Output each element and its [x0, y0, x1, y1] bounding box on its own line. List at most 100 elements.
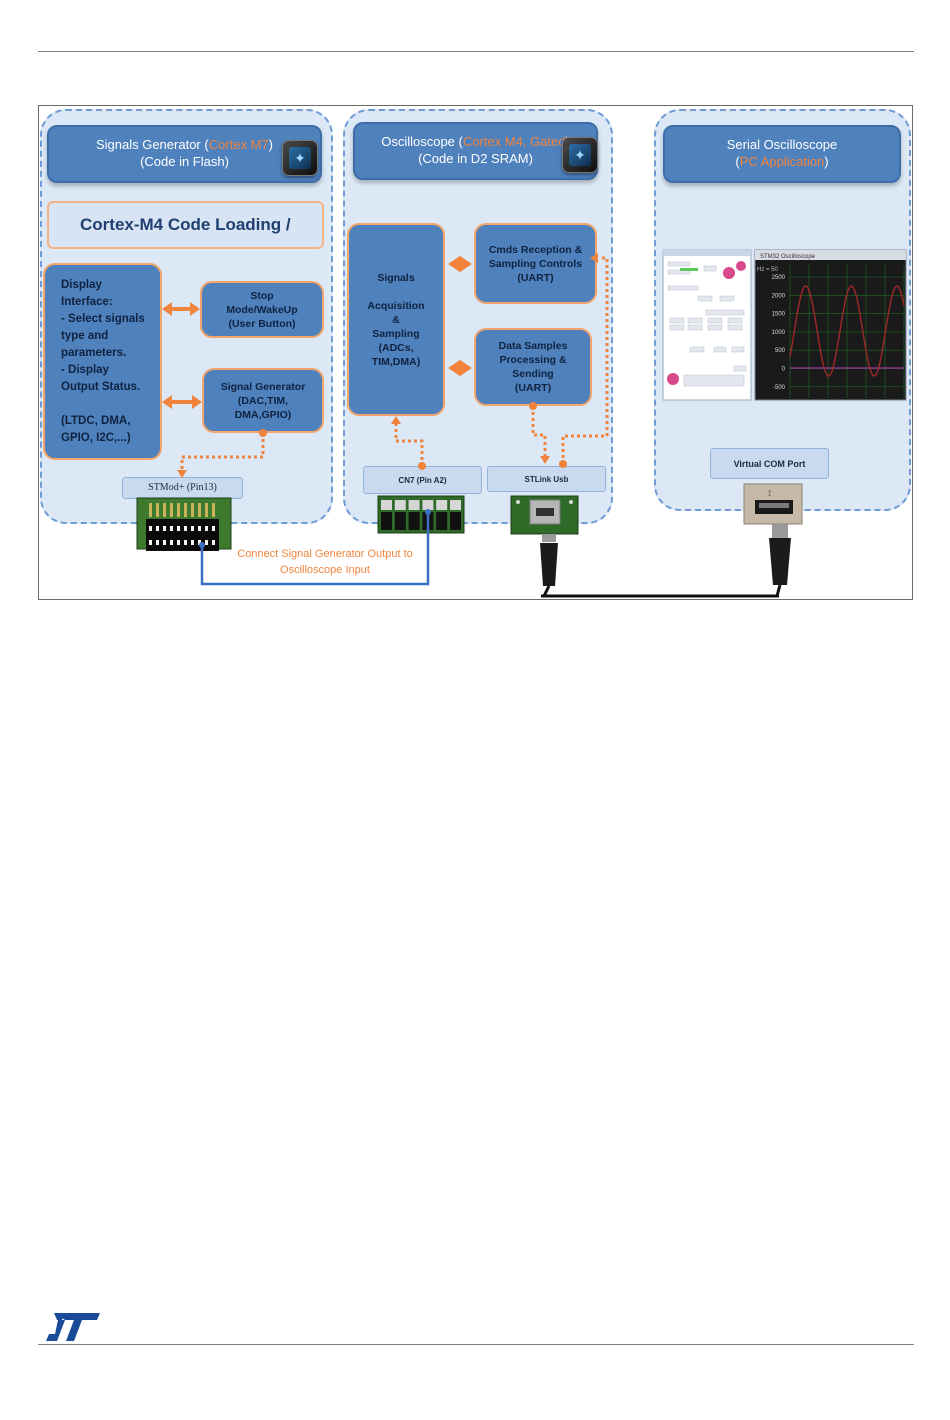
bidirectional-arrow: [448, 256, 472, 272]
data-samples-box: Data Samples Processing & Sending (UART): [474, 328, 592, 406]
link-arrowhead: [391, 416, 401, 424]
generator-header-suffix: ): [268, 137, 274, 152]
connector-pin-label: [381, 500, 392, 510]
header-pin: [212, 503, 215, 517]
stop-mode-box: Stop Mode/WakeUp (User Button): [200, 281, 324, 338]
link-arrowhead: [177, 470, 187, 478]
stmod-board: [136, 497, 232, 551]
link-dot: [529, 402, 537, 410]
stlink-board: [510, 495, 579, 535]
bidirectional-arrow: [162, 395, 202, 409]
usb-symbol-icon: ⟟: [768, 489, 771, 499]
connector-pin-label: [408, 500, 420, 510]
connector-pin-label: [436, 500, 448, 510]
wire-endpoint: [199, 542, 205, 548]
scope-y-tick: 2500: [772, 275, 786, 281]
header-pin: [191, 526, 194, 531]
header-pin: [149, 540, 152, 545]
generator-header-prefix: Signals Generator (: [95, 137, 209, 152]
scope-y-tick: 1000: [772, 330, 786, 336]
header-pin: [205, 526, 208, 531]
header-pin: [170, 503, 173, 517]
top-rule: [38, 51, 914, 52]
stlink-usb-label: STLink Usb: [487, 466, 606, 492]
samples-to-stlink-link: [531, 406, 547, 458]
header-pin: [205, 503, 208, 517]
header-pin: [149, 526, 152, 531]
scope-freq-label: Hz = 50: [757, 267, 779, 273]
bidirectional-arrow: [162, 302, 200, 316]
serial-header-line1: Serial Oscilloscope: [726, 137, 838, 152]
scope-y-tick: 500: [775, 348, 786, 354]
board-chip-icon: ✦: [282, 140, 318, 176]
header-pin: [198, 503, 201, 517]
usb-cable-left: [540, 534, 558, 597]
connect-signal-label: Connect Signal Generator Output to Oscil…: [237, 548, 413, 576]
header-pin: [198, 526, 201, 531]
header-pin: [198, 540, 201, 545]
connector-socket: [408, 512, 420, 530]
header-pin: [170, 540, 173, 545]
connector-socket: [394, 512, 406, 530]
header-pin: [163, 540, 166, 545]
bidirectional-arrow: [448, 360, 472, 376]
header-pin: [212, 526, 215, 531]
oscilloscope-header: Oscilloscope (Cortex M4, Gated) (Code in…: [353, 122, 598, 180]
signal-generator-to-stmod-link: [180, 433, 265, 474]
header-pin: [156, 540, 159, 545]
serial-header: Serial Oscilloscope (PC Application): [663, 125, 901, 183]
serial-header-prefix: (: [735, 154, 740, 169]
code-loading-bar: Cortex-M4 Code Loading /: [47, 201, 324, 249]
header-pin: [177, 540, 180, 545]
generator-header: Signals Generator (Cortex M7) (Code in F…: [47, 125, 322, 183]
header-pin: [205, 540, 208, 545]
connector-socket: [450, 512, 461, 530]
serial-header-highlight: PC Application: [739, 154, 825, 169]
header-pin: [156, 526, 159, 531]
wire-endpoint: [425, 509, 431, 515]
connector-socket: [381, 512, 392, 530]
link-dot: [259, 429, 267, 437]
header-pin: [177, 503, 180, 517]
connector-socket: [436, 512, 448, 530]
st-logo-icon: [46, 1313, 100, 1341]
stlink-to-cmds-link: [561, 256, 609, 464]
link-dot: [559, 460, 567, 468]
header-pin: [149, 503, 152, 517]
header-pin: [184, 503, 187, 517]
pc-usb-port: ⟟: [743, 483, 803, 525]
scope-y-tick: 2000: [772, 293, 786, 299]
signal-generator-box: Signal Generator (DAC,TIM, DMA,GPIO): [202, 368, 324, 433]
header-pin: [184, 526, 187, 531]
link-arrowhead: [540, 456, 550, 464]
cmds-reception-box: Cmds Reception & Sampling Controls (UART…: [474, 223, 597, 304]
cn7-to-acquisition-link: [394, 422, 424, 466]
link-dot: [418, 462, 426, 470]
scope-y-tick: 0: [782, 367, 786, 373]
cn7-connector: [377, 495, 465, 534]
connector-pin-label: [394, 500, 406, 510]
generator-header-line2: (Code in Flash): [140, 154, 229, 169]
oscilloscope-header-highlight: Cortex M4, Gated: [462, 134, 566, 149]
header-pin: [212, 540, 215, 545]
bottom-rule: [38, 1344, 914, 1345]
virtual-com-port-label: Virtual COM Port: [710, 448, 829, 479]
scope-title: STM32 Oscilloscope: [760, 254, 816, 260]
header-pin: [184, 540, 187, 545]
scope-waveform: [789, 285, 905, 377]
cn7-connector-label: CN7 (Pin A2): [363, 466, 482, 494]
header-pin: [191, 503, 194, 517]
header-pin: [177, 526, 180, 531]
connector-pin-label: [422, 500, 434, 510]
header-pin: [163, 526, 166, 531]
oscilloscope-header-line2: (Code in D2 SRAM): [418, 151, 533, 166]
oscilloscope-header-prefix: Oscilloscope (: [381, 134, 463, 149]
display-interface-box: Display Interface: - Select signals type…: [43, 263, 162, 460]
scope-y-tick: 1500: [772, 312, 786, 318]
header-pin: [163, 503, 166, 517]
header-pin: [156, 503, 159, 517]
connector-pin-label: [450, 500, 461, 510]
link-arrowhead: [590, 253, 598, 263]
serial-header-suffix: ): [824, 154, 829, 169]
